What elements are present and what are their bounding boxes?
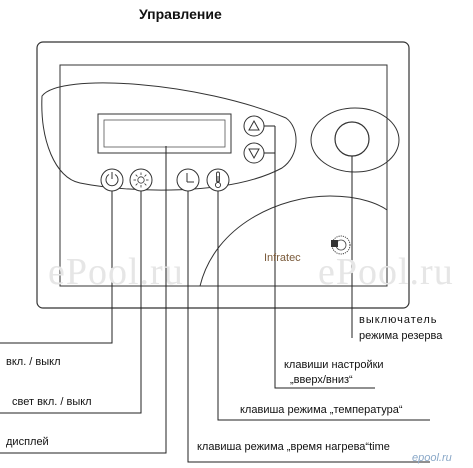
time-leader (187, 191, 430, 463)
clock-icon (186, 173, 194, 183)
up-key (243, 115, 265, 137)
page-title: Управление (139, 6, 222, 22)
watermark-right: ePool.ru (318, 251, 454, 293)
updown-label-line1: клавиши настройки (284, 359, 384, 371)
updown-leader (274, 126, 375, 389)
power-label: вкл. / выкл (6, 356, 61, 368)
reserve-switch-label-line1: выключатель (359, 314, 438, 326)
down-arrow-icon (248, 148, 260, 160)
temperature-leader (217, 191, 430, 421)
temperature-key-label: клавиша режима „температура“ (240, 404, 403, 416)
control-oval (41, 82, 297, 191)
reserve-oval (310, 107, 400, 173)
corner-logo: epool.ru (412, 452, 452, 464)
panel-inner-frame (59, 64, 388, 287)
display-leader (0, 146, 167, 454)
display-outer (97, 113, 232, 154)
time-button (176, 168, 200, 192)
light-button (129, 168, 153, 192)
power-icon (105, 172, 119, 187)
certification-seal (331, 235, 351, 255)
thermometer-icon (214, 171, 222, 189)
light-label: свет вкл. / выкл (12, 396, 92, 408)
brand-label: Infratec (264, 252, 301, 264)
time-key-label: клавиша режима „время нагрева“time (197, 441, 390, 453)
power-leader (0, 191, 113, 344)
updown-label-line2: „вверх/вниз“ (290, 374, 353, 386)
up-arrow-icon (248, 119, 260, 131)
light-leader (0, 191, 142, 414)
reserve-switch-label-line2: режима резерва (359, 330, 443, 342)
light-icon (133, 172, 149, 188)
display-inner (103, 119, 226, 148)
display-label: дисплей (6, 436, 49, 448)
watermark-left: ePool.ru (48, 251, 184, 293)
panel-outer-frame (36, 41, 410, 309)
down-key (243, 142, 265, 164)
power-button (100, 168, 124, 192)
reserve-switch (334, 121, 370, 157)
temperature-button (206, 168, 230, 192)
